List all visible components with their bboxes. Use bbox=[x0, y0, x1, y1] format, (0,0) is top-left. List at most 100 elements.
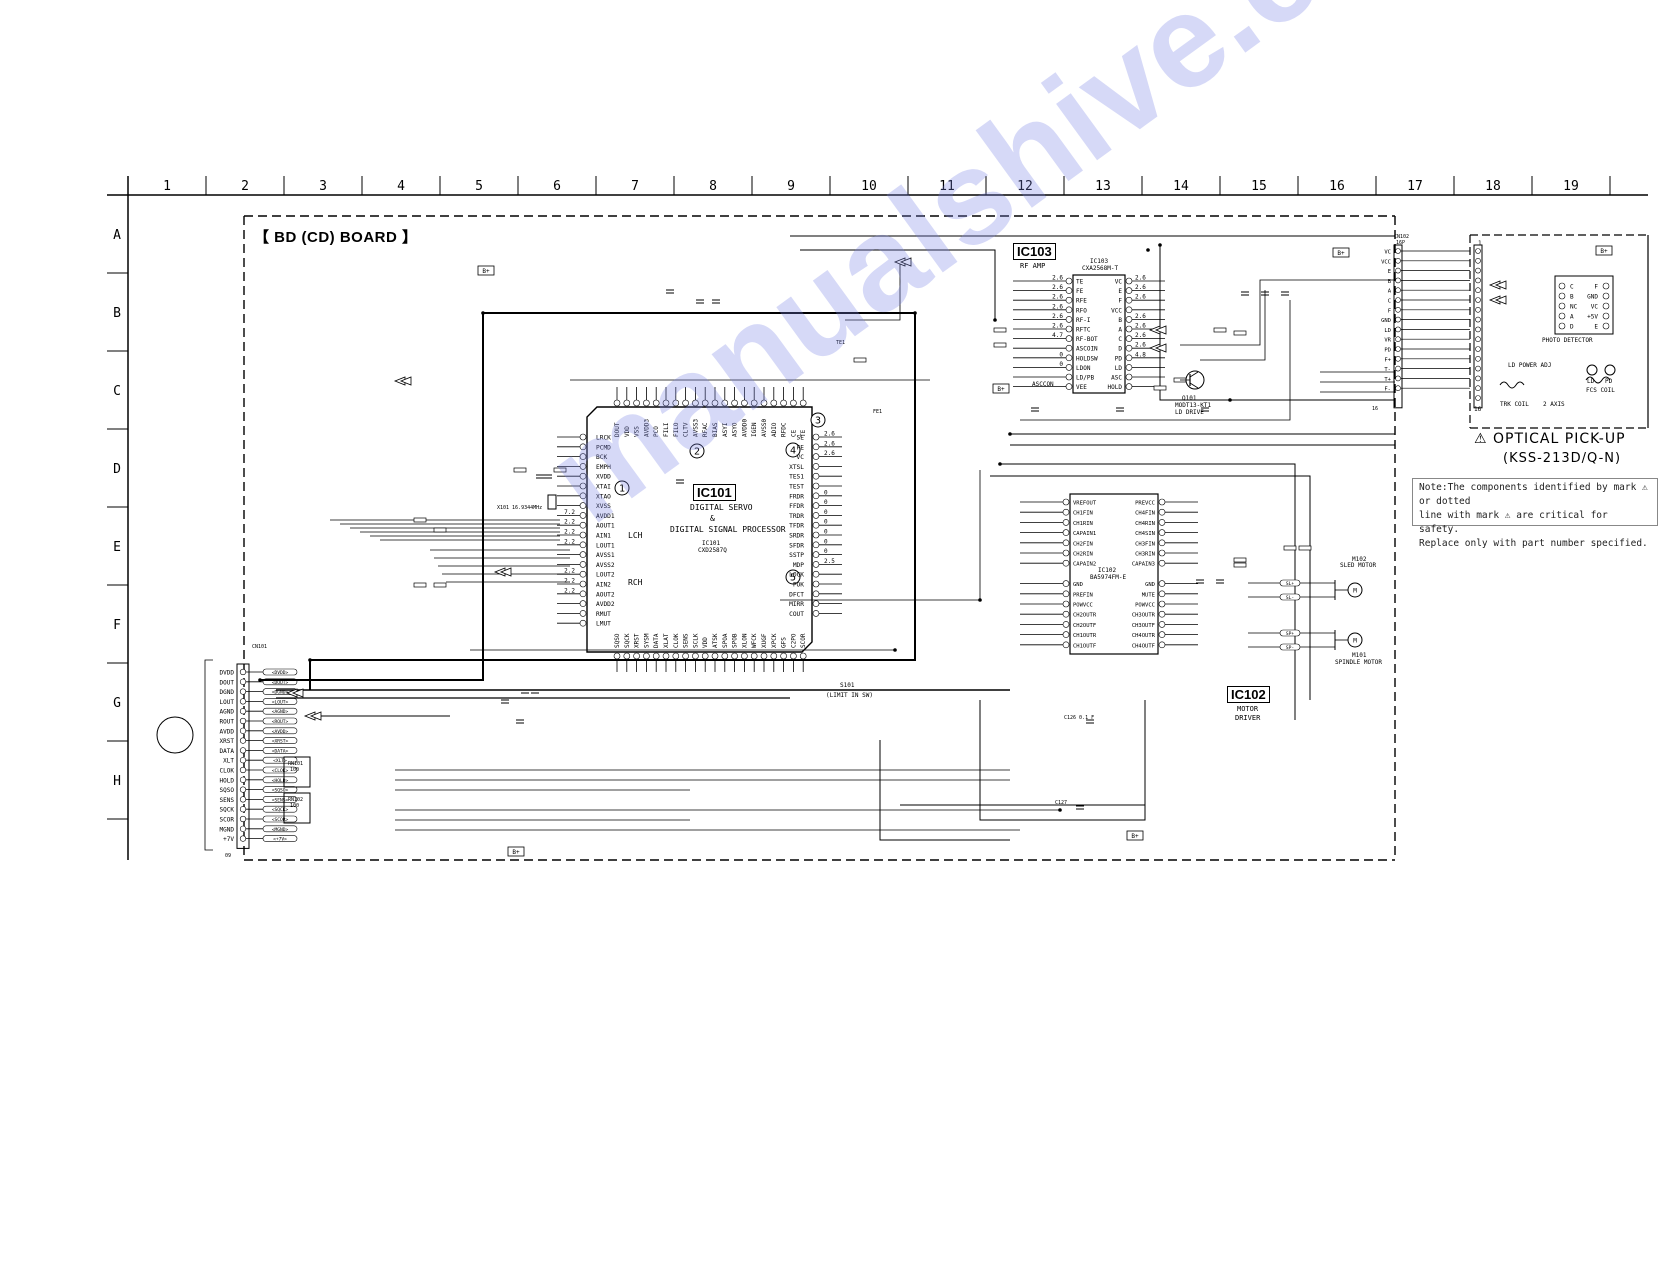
voltage-label: 0 bbox=[824, 548, 828, 555]
cn102-pin-label: VC bbox=[1384, 250, 1391, 256]
ic102-pin-label: VREFOUT bbox=[1073, 501, 1097, 507]
net-tag bbox=[1279, 643, 1301, 651]
ic101-pin-label: MIRR bbox=[789, 601, 804, 608]
cn101-pin bbox=[239, 727, 247, 734]
ic102-pin bbox=[1062, 529, 1070, 536]
ic101-pin bbox=[812, 492, 820, 500]
ic101-pin bbox=[623, 652, 631, 660]
cn101-pin bbox=[239, 825, 247, 832]
ic102-pin-label: CAPAIN2 bbox=[1073, 562, 1096, 568]
ic101-pin bbox=[692, 652, 699, 660]
ic103-part: IC103 bbox=[1090, 258, 1109, 265]
ic102-pin-label: CH4RIN bbox=[1135, 521, 1155, 527]
cn102-pin bbox=[1395, 297, 1401, 303]
net-tag-label: <MGND> bbox=[272, 827, 289, 833]
ic101-pin bbox=[613, 652, 621, 660]
cn102-pin bbox=[1395, 385, 1401, 392]
ic102-pin-label: PREFIN bbox=[1073, 592, 1093, 598]
net-tag bbox=[262, 707, 298, 715]
ic102-pin-label: CH3FIN bbox=[1135, 541, 1155, 547]
column-label-16: 16 bbox=[1329, 179, 1345, 194]
ic103-pin bbox=[1125, 306, 1133, 314]
motor-symbol: M bbox=[1353, 588, 1357, 595]
junction-dot bbox=[893, 648, 897, 652]
ic103-pin bbox=[1065, 364, 1073, 371]
pickup-2axis: 2 AXIS bbox=[1543, 401, 1565, 408]
ic103-pin bbox=[1125, 325, 1133, 333]
junction-dot bbox=[1146, 248, 1150, 252]
cn102-pin-label: VCC bbox=[1381, 259, 1391, 265]
net-tag-label: <DGND> bbox=[272, 690, 289, 696]
ic101-pin bbox=[652, 399, 660, 407]
row-label-F: F bbox=[113, 618, 121, 633]
row-label-A: A bbox=[113, 228, 121, 243]
ic103-ref: IC103 bbox=[1013, 243, 1056, 260]
ic101-pin-label: ASYI bbox=[722, 422, 729, 437]
column-label-13: 13 bbox=[1095, 179, 1111, 194]
cn102-type: 16P bbox=[1396, 240, 1406, 246]
resistor-icon bbox=[1213, 327, 1227, 333]
ic102-part: IC102 bbox=[1098, 567, 1117, 574]
pickup-connector-pin bbox=[1475, 365, 1481, 372]
voltage-label: 0 bbox=[1059, 351, 1063, 358]
ic101-pin bbox=[579, 482, 587, 490]
cn101-pin-label: ROUT bbox=[220, 719, 235, 726]
ic103-pin-label: E bbox=[1118, 288, 1122, 295]
ic101-pin-label: SENS bbox=[683, 633, 690, 648]
ic101-pin bbox=[790, 652, 797, 660]
ic102-pin-label: POWVCC bbox=[1073, 603, 1093, 609]
ic101-pin-label: CLTV bbox=[683, 422, 690, 437]
ic102-pin bbox=[1158, 508, 1166, 516]
cn102-pin-label: F- bbox=[1384, 387, 1391, 393]
ic101-pin bbox=[662, 399, 670, 407]
pd-pin-label: D bbox=[1570, 324, 1574, 331]
ic102-pin-label: MUTE bbox=[1142, 592, 1155, 598]
marker-number: 5 bbox=[790, 573, 796, 584]
pd-pin-label: +5V bbox=[1587, 314, 1598, 321]
junction-dot bbox=[1058, 808, 1062, 812]
ic101-pin bbox=[692, 399, 699, 407]
signal-arrow-icon bbox=[399, 376, 412, 386]
ic101-pin bbox=[770, 652, 778, 660]
b-plus-tag bbox=[992, 383, 1010, 394]
ic101-pin bbox=[731, 652, 738, 660]
ic102-pin bbox=[1062, 519, 1070, 526]
ic101-pin-label: SFDR bbox=[789, 542, 804, 549]
ic101-pin-label: TRDR bbox=[789, 513, 804, 520]
ic102-pin bbox=[1158, 559, 1166, 567]
junction-dot bbox=[978, 598, 982, 602]
ic101-pin-label: XLAT bbox=[663, 633, 670, 648]
ic101-pin bbox=[579, 531, 587, 539]
ic101-desc1: DIGITAL SERVO bbox=[690, 503, 753, 512]
ic101-pin bbox=[770, 399, 778, 407]
trk-coil-icon bbox=[1499, 381, 1525, 389]
cn102-pin-label: B bbox=[1388, 279, 1392, 285]
column-label-17: 17 bbox=[1407, 179, 1423, 194]
pickup-connector-pin bbox=[1475, 326, 1481, 333]
wire bbox=[309, 312, 916, 690]
ic102-part2: BA5974FM-E bbox=[1090, 574, 1127, 581]
crystal-icon bbox=[547, 494, 557, 510]
net-tag bbox=[1279, 579, 1301, 587]
voltage-label: 2.6 bbox=[824, 440, 835, 447]
signal-arrow-icon bbox=[309, 711, 322, 721]
voltage-label: 2.6 bbox=[1052, 284, 1063, 291]
ic103-pin bbox=[1065, 354, 1073, 362]
cn101-pin bbox=[239, 835, 247, 842]
ic101-pin-label: BCK bbox=[596, 454, 607, 461]
ic101-pin bbox=[613, 399, 621, 407]
ic101-pin bbox=[579, 512, 587, 519]
ic101-pin-label: AVSS1 bbox=[596, 552, 615, 559]
ic103-pin bbox=[1125, 354, 1133, 362]
wire bbox=[1180, 279, 1395, 346]
ic101-pin bbox=[721, 399, 729, 407]
ic101-pin bbox=[672, 399, 680, 407]
column-label-15: 15 bbox=[1251, 179, 1267, 194]
cn102-ref: CN102 bbox=[1394, 234, 1410, 240]
cn101-pin bbox=[239, 708, 247, 715]
cn102-pin bbox=[1395, 267, 1401, 274]
ic101-pin bbox=[812, 590, 820, 598]
cn102-pin bbox=[1395, 248, 1401, 254]
ic101-pin-label: XVDD bbox=[596, 474, 611, 481]
